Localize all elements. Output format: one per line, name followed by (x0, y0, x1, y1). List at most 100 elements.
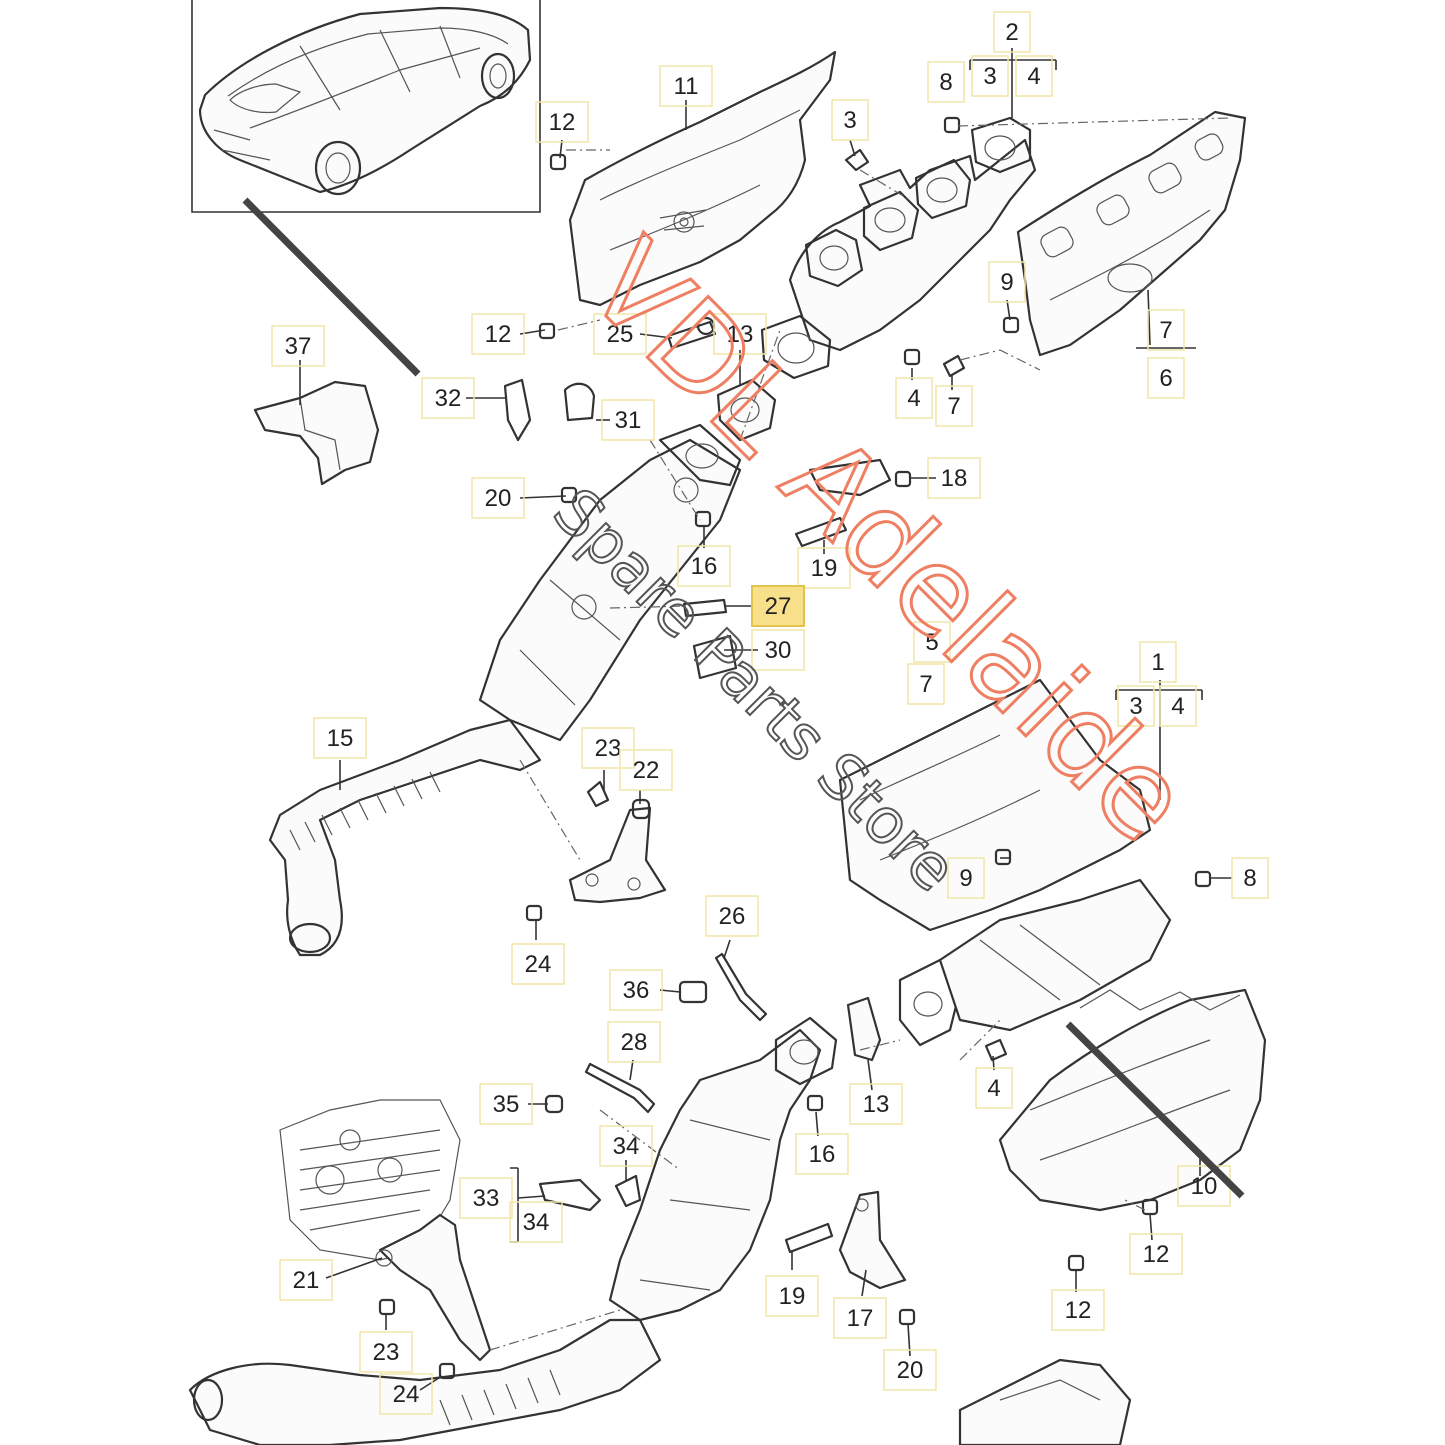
callout-number: 19 (779, 1283, 806, 1310)
callout-c20b: 20 (883, 1349, 937, 1391)
callout-number: 34 (613, 1133, 640, 1160)
callout-number: 15 (327, 725, 354, 752)
clamp-30 (692, 634, 738, 680)
callout-number: 4 (1027, 63, 1040, 90)
nut-16b (806, 1094, 824, 1112)
manifold-flange (804, 116, 1032, 288)
nut-12a (549, 153, 567, 171)
callout-number: 21 (293, 1267, 320, 1294)
callout-box (705, 895, 759, 937)
callout-c4a: 4 (1015, 55, 1053, 97)
watermark-slash-bottom (1065, 1021, 1245, 1199)
callout-number: 2 (1005, 19, 1018, 46)
callout-number: 37 (285, 333, 312, 360)
callout-c26: 26 (705, 895, 759, 937)
callout-c3a: 3 (971, 55, 1009, 97)
callout-box (279, 1259, 333, 1301)
watermark: VDL Adelaide Spare Parts Store (242, 197, 1245, 1199)
callout-number: 27 (765, 593, 792, 620)
callout-number: 7 (1159, 317, 1172, 344)
callout-c11: 11 (659, 65, 713, 107)
callout-number: 5 (925, 629, 938, 656)
callout-box (971, 55, 1009, 97)
callout-c16a: 16 (677, 545, 731, 587)
callout-box (935, 385, 973, 427)
callout-box (927, 61, 965, 103)
callout-c4d: 4 (975, 1067, 1013, 1109)
callout-number: 35 (493, 1091, 520, 1118)
callout-c24a: 24 (511, 943, 565, 985)
callout-box (535, 101, 589, 143)
callout-box (601, 399, 655, 441)
callout-c8a: 8 (927, 61, 965, 103)
callout-box (581, 727, 635, 769)
bolt-9b (994, 848, 1012, 866)
gasket-13a (716, 378, 777, 442)
callout-box (609, 969, 663, 1011)
callout-box (599, 1125, 653, 1167)
callout-number: 19 (811, 555, 838, 582)
callout-number: 33 (473, 1185, 500, 1212)
car-illustration (198, 6, 532, 196)
stud-27 (682, 598, 728, 618)
callout-box (907, 663, 945, 705)
callout-number: 32 (435, 385, 462, 412)
callout-box (313, 717, 367, 759)
callout-box (795, 1133, 849, 1175)
bolt-4a (903, 348, 921, 366)
callout-box (988, 261, 1026, 303)
callout-box (947, 857, 985, 899)
callout-number: 18 (941, 465, 968, 492)
callout-number: 16 (691, 553, 718, 580)
callout-number: 36 (623, 977, 650, 1004)
callout-box (511, 943, 565, 985)
callout-number: 9 (959, 865, 972, 892)
callout-c7b: 7 (935, 385, 973, 427)
bolt-4d (984, 1038, 1008, 1062)
callout-box (607, 1021, 661, 1063)
bolt-25 (666, 320, 717, 350)
callout-number: 12 (549, 109, 576, 136)
nut-24b (438, 1362, 456, 1380)
callout-number: 8 (1243, 865, 1256, 892)
callout-box (1015, 55, 1053, 97)
callout-c16b: 16 (795, 1133, 849, 1175)
callout-box (471, 313, 525, 355)
callout-box (895, 377, 933, 419)
heat-shield-upper (568, 50, 837, 307)
callout-box (1051, 1289, 1105, 1331)
callout-c18: 18 (927, 457, 981, 499)
nut-12d (1067, 1254, 1085, 1272)
engine-block-sketch (279, 1099, 461, 1261)
bracket-21 (375, 1213, 621, 1362)
oxygen-sensor-28 (584, 1062, 656, 1114)
callout-c25: 25 (593, 313, 647, 355)
stud-3 (844, 148, 870, 172)
callout-box (765, 1275, 819, 1317)
callout-box (459, 1177, 513, 1219)
clamp-31 (563, 382, 596, 422)
stud-7b (942, 354, 966, 378)
callout-number: 22 (633, 757, 660, 784)
callout-box (797, 547, 851, 589)
callout-number: 9 (1000, 269, 1013, 296)
callout-c23a: 23 (581, 727, 635, 769)
clip-36 (678, 980, 708, 1004)
callout-c28: 28 (607, 1021, 661, 1063)
callout-c22: 22 (619, 749, 673, 791)
callout-c2: 2 (993, 11, 1031, 53)
nut-8b (1194, 870, 1212, 888)
callout-c20a: 20 (471, 477, 525, 519)
callout-box (713, 313, 767, 355)
callout-box (849, 1083, 903, 1125)
bolt-19b (784, 1222, 834, 1254)
callout-box (659, 65, 713, 107)
bolt-18 (894, 470, 912, 488)
callout-box (751, 629, 805, 671)
callout-c8b: 8 (1231, 857, 1269, 899)
clip-34 (614, 1174, 642, 1208)
nut-8a (943, 116, 961, 134)
callout-c21: 21 (279, 1259, 333, 1301)
callout-box (831, 99, 869, 141)
gasket-13b (846, 996, 882, 1062)
